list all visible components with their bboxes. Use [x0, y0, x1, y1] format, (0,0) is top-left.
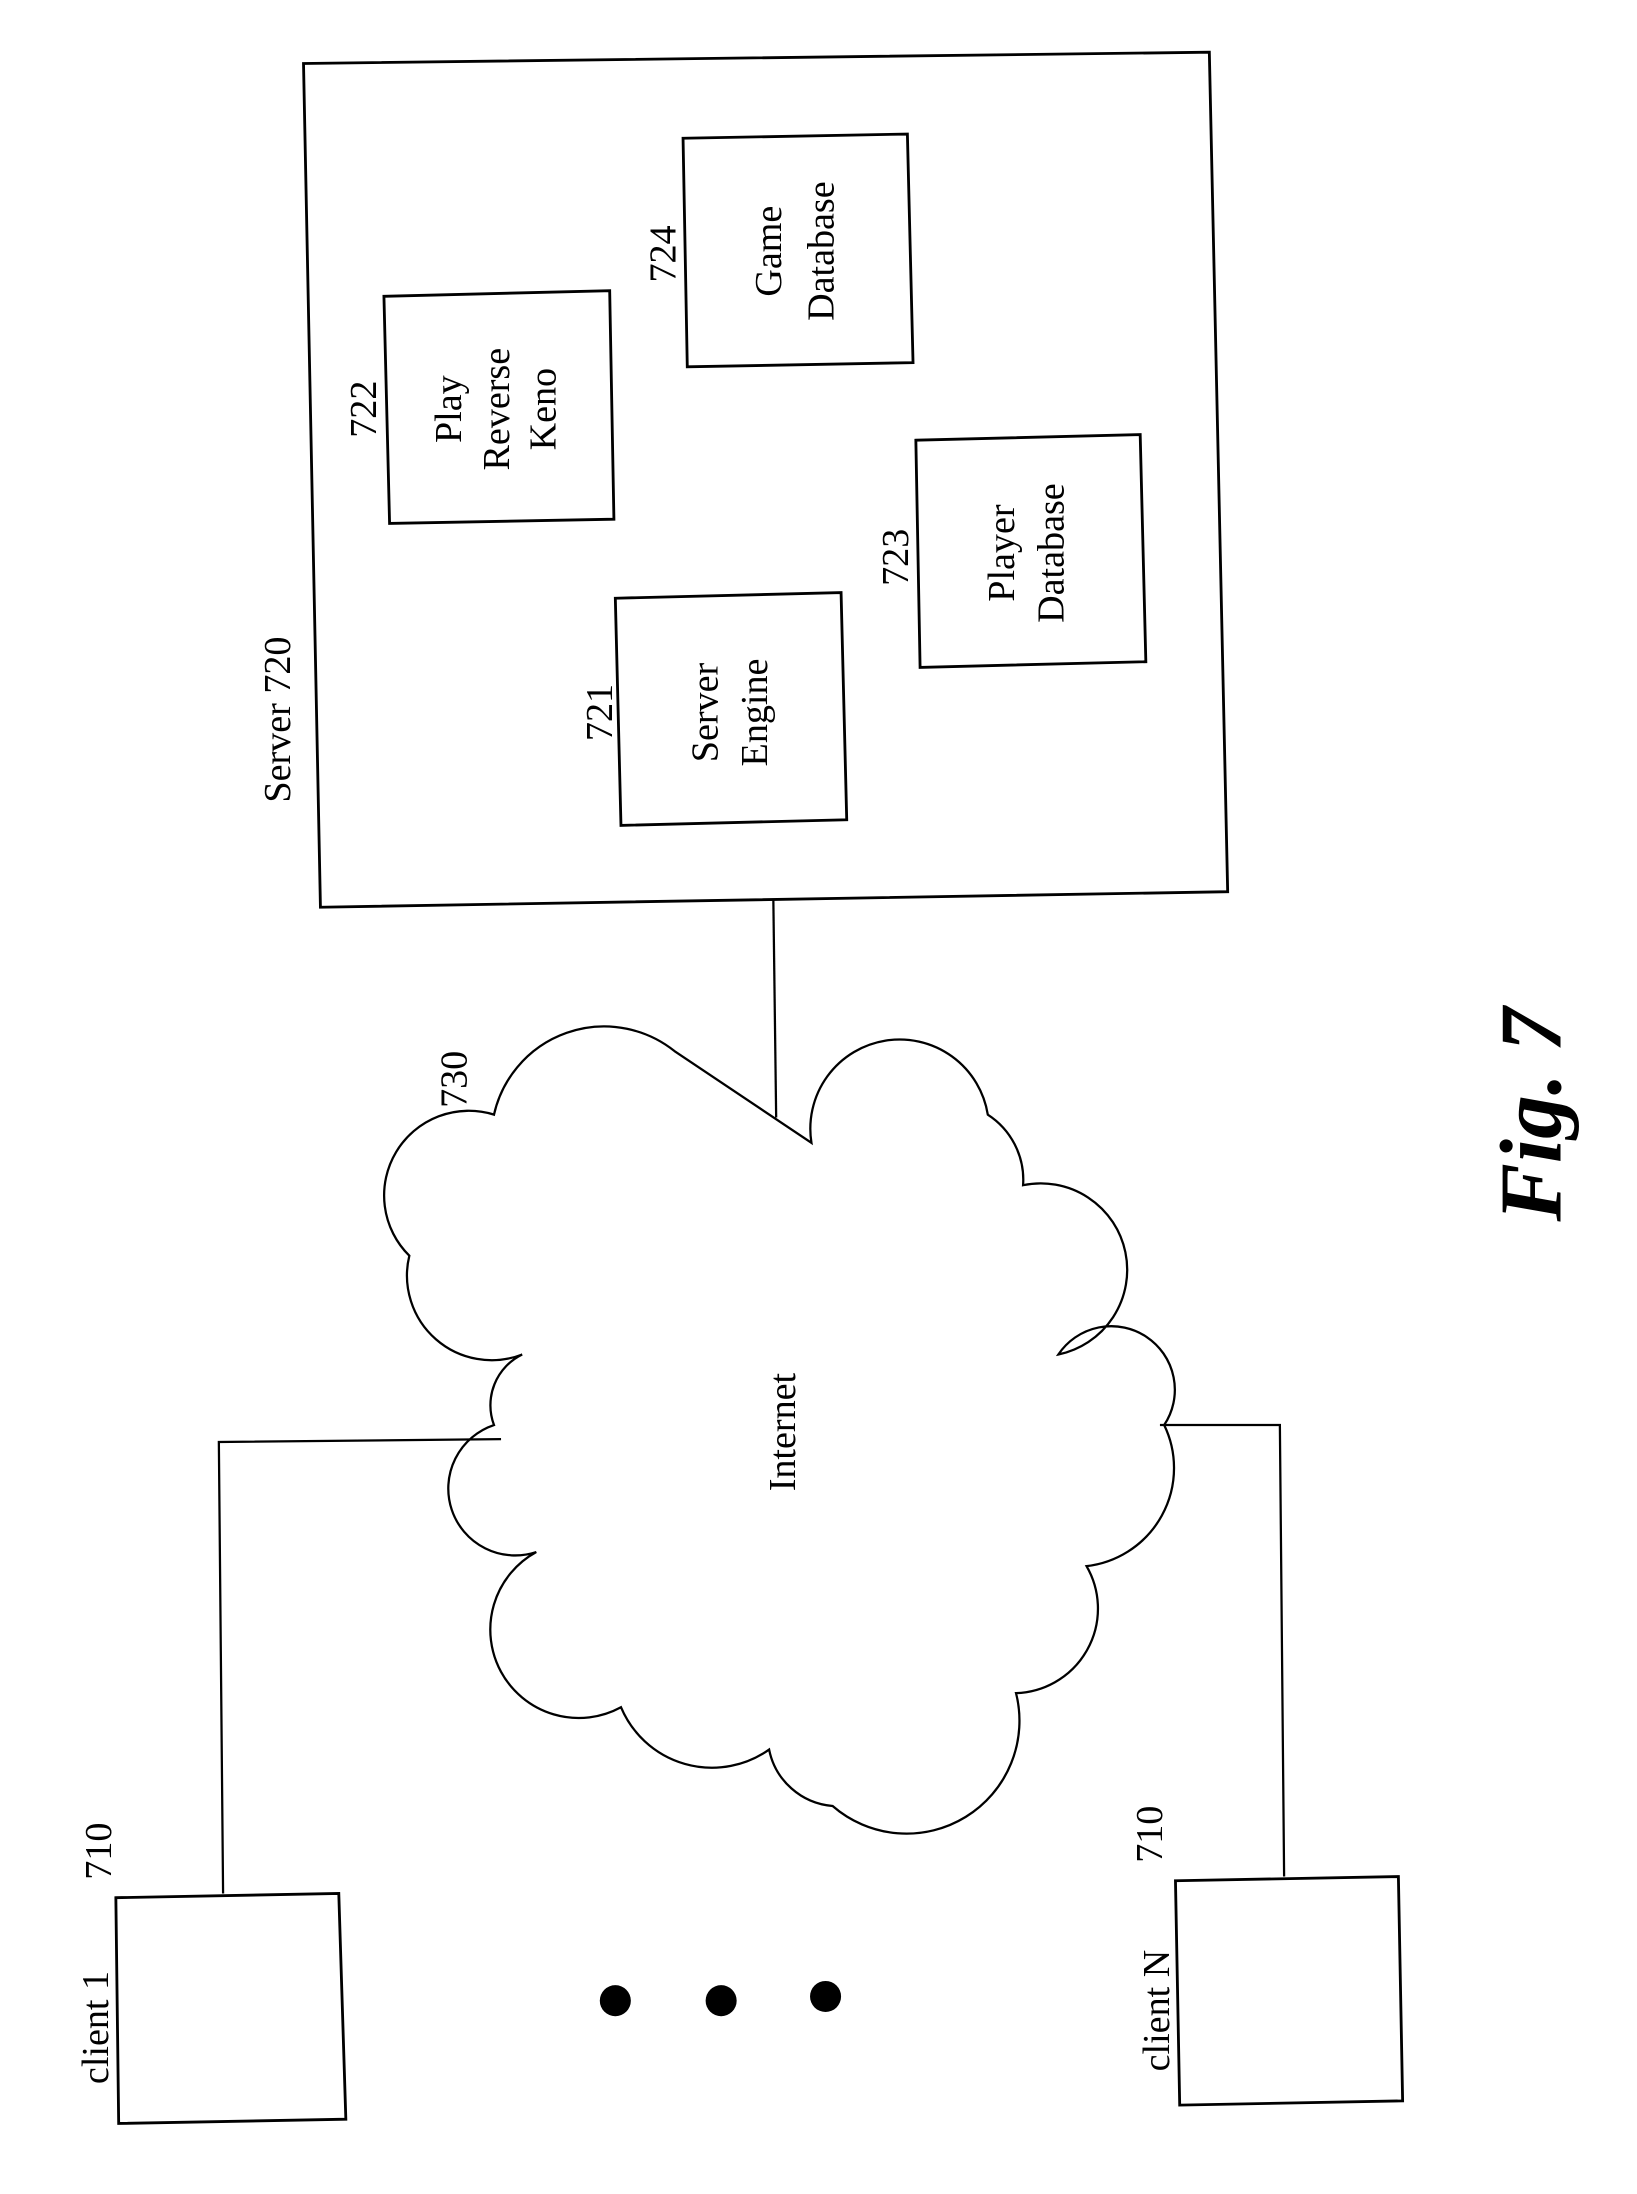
component-line: Reverse [476, 348, 518, 471]
client-n-box [1175, 1877, 1402, 2106]
ref-721: 721 [579, 684, 621, 741]
component-line: Server [685, 663, 727, 763]
client-1-connection-line [219, 1439, 501, 1893]
ellipsis-dot [600, 1985, 631, 2016]
component-line: Game [748, 206, 790, 297]
component-line: Database [800, 181, 842, 321]
client-1-box [116, 1893, 346, 2123]
game-database-box [683, 134, 913, 367]
component-line: Keno [522, 368, 564, 450]
server-connection-line [773, 900, 776, 1117]
ref-724: 724 [642, 225, 684, 282]
figure-caption: Fig. 7 [1483, 1004, 1580, 1222]
internet-label: Internet [762, 1372, 804, 1491]
ref-710: 710 [1129, 1806, 1171, 1863]
ellipsis-dot [810, 1981, 841, 2012]
ref-730: 730 [433, 1051, 475, 1108]
server-engine-box [615, 593, 846, 826]
client-1-label: client 1 [75, 1971, 117, 2084]
server-box [304, 52, 1228, 907]
component-line: Engine [734, 659, 776, 767]
component-line: Player [981, 504, 1023, 602]
ref-723: 723 [875, 529, 917, 586]
ref-722: 722 [343, 381, 385, 438]
ref-710: 710 [78, 1823, 120, 1880]
server-label: Server 720 [257, 637, 299, 803]
component-line: Play [428, 375, 470, 443]
client-n-label: client N [1136, 1950, 1178, 2072]
client-n-connection-line [1160, 1425, 1284, 1876]
component-line: Database [1030, 483, 1072, 623]
ellipsis-dot [706, 1985, 737, 2016]
